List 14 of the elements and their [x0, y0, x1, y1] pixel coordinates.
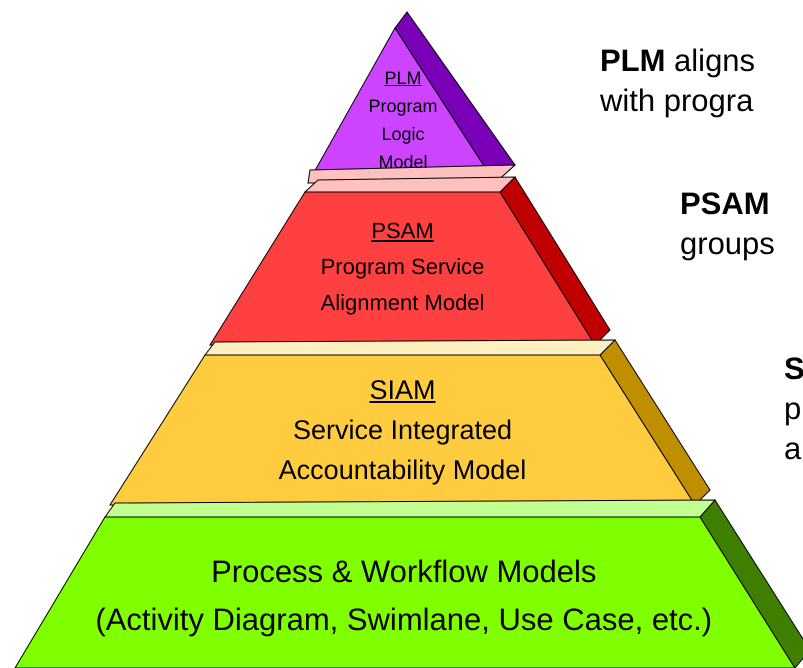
- layer-acronym: PLM: [384, 67, 422, 90]
- layer-subtitle: (Activity Diagram, Swimlane, Use Case, etc.): [95, 601, 712, 639]
- description-text: a: [784, 432, 802, 466]
- description-text: p: [784, 392, 802, 426]
- layer-name: Program Logic Model: [367, 95, 439, 174]
- layer-title: Process & Workflow Models: [211, 553, 596, 591]
- description-text: with progra: [600, 84, 754, 118]
- description-text: PLM aligns: [600, 44, 756, 78]
- layer-name: Program Service Alignment Model: [320, 253, 486, 317]
- layer-acronym: PSAM: [371, 217, 434, 245]
- description-text: groups: [680, 227, 775, 262]
- layer-name: Service Integrated Accountability Model: [278, 414, 528, 487]
- description-text: PSAM: [680, 187, 770, 222]
- layer-acronym: SIAM: [369, 374, 436, 407]
